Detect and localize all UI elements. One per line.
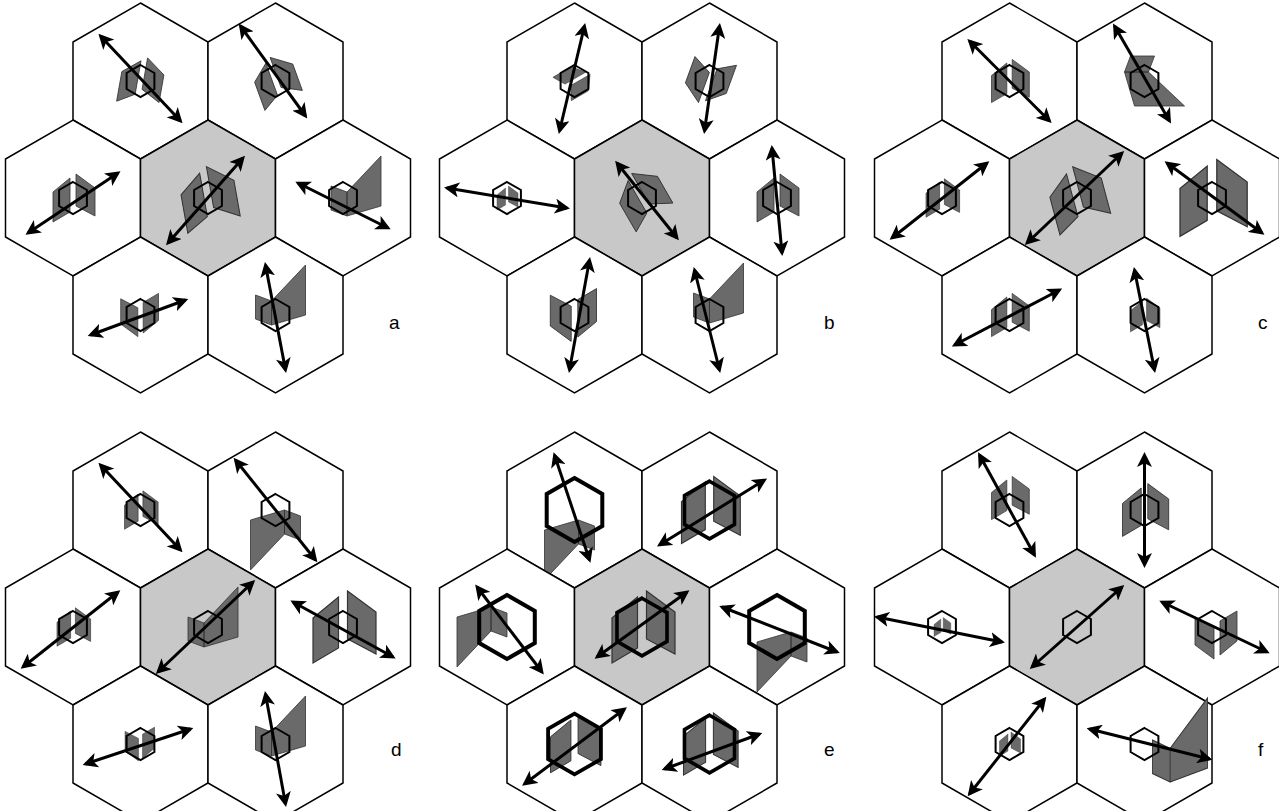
hex-cell [507,237,642,393]
hex-cell [73,237,208,393]
hex-cell [1077,666,1212,811]
hex-cell [1077,237,1212,393]
panel-letter: f [1258,740,1263,759]
panel [875,3,1279,393]
hex-cell [507,666,642,811]
hex-cell [942,666,1077,811]
panel-letter: a [389,313,400,332]
hex-cell [208,666,343,811]
hex-cell [208,237,343,393]
panel [6,3,411,393]
panel-letter: d [391,740,402,759]
panel-letter: c [1258,313,1268,332]
panel-letter: e [824,740,835,759]
hex-cell [642,666,777,811]
panel-letter: b [824,313,835,332]
hex-cell [942,237,1077,393]
panel [440,3,845,393]
panel [6,432,411,811]
panel [440,432,845,811]
hex-cell [73,666,208,811]
panel [875,432,1279,811]
hex-cell [642,237,777,393]
